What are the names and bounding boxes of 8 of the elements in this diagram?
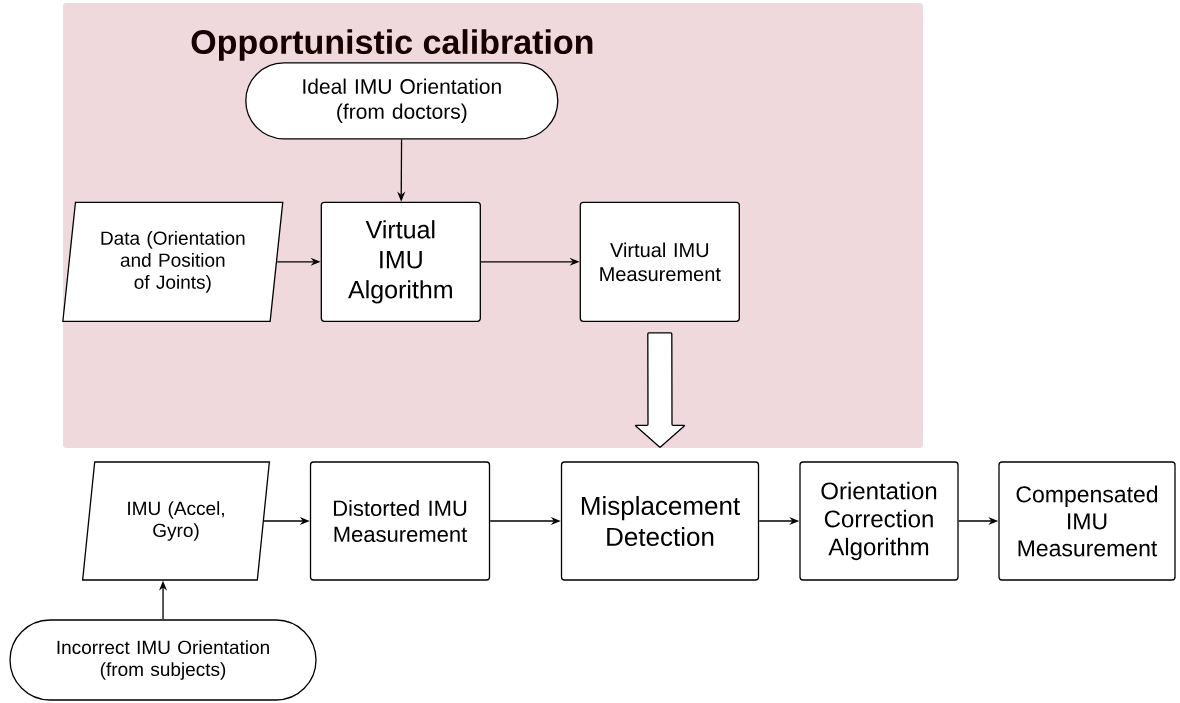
process-box: Virtual IMU Measurement bbox=[579, 201, 740, 322]
process-box: Misplacement Detection bbox=[560, 461, 760, 581]
process-box: Virtual IMU Algorithm bbox=[320, 201, 481, 322]
process-box: Orientation Correction Algorithm bbox=[799, 461, 959, 581]
process-box: Compensated IMU Measurement bbox=[998, 461, 1176, 581]
process-box: Distorted IMU Measurement bbox=[309, 461, 491, 581]
input-parallelogram: Data (Orientation and Position of Joints) bbox=[62, 201, 284, 322]
block-arrow bbox=[634, 332, 686, 448]
